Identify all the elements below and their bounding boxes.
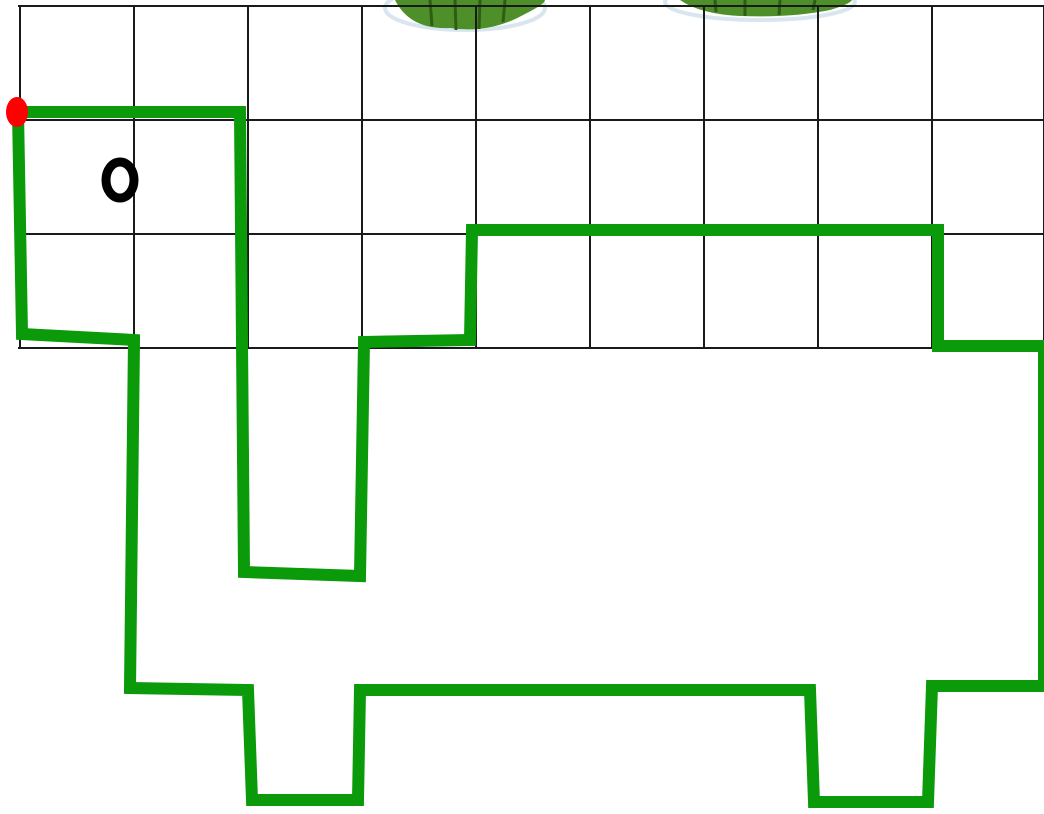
eye-circle (106, 162, 134, 198)
cactus-icon (665, 0, 855, 20)
cactus-icon (385, 0, 545, 30)
start-point-dot (6, 97, 28, 127)
grid-lines (18, 6, 1044, 348)
figure-outline (18, 112, 1044, 802)
